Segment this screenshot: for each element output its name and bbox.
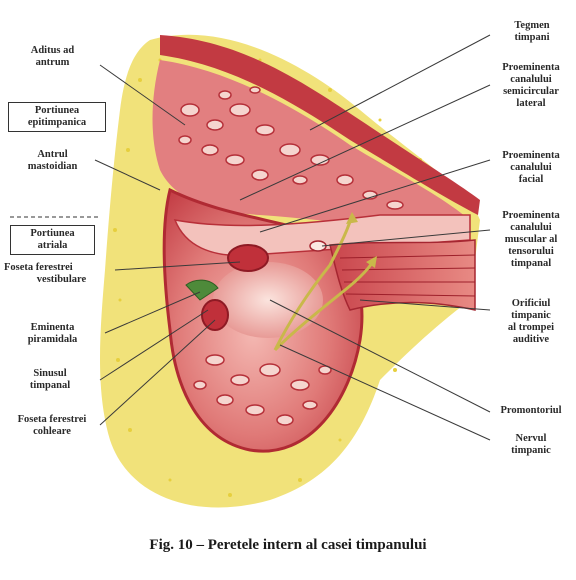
tympanic-nerve bbox=[273, 214, 377, 352]
hypotympanic-cells bbox=[193, 354, 332, 426]
label-promontoriul: Promontoriul bbox=[500, 405, 562, 416]
figure-caption: Fig. 10 – Peretele intern al casei timpa… bbox=[149, 537, 427, 553]
nerve-arrow-2 bbox=[366, 256, 377, 268]
mastoid-air-cells bbox=[178, 86, 404, 210]
tegmen-strip bbox=[160, 35, 480, 215]
leader-lines bbox=[94, 34, 491, 441]
round-window-fossa bbox=[201, 299, 229, 331]
auditory-tube bbox=[329, 239, 476, 311]
oval-window-fossa bbox=[227, 244, 269, 272]
promontory bbox=[213, 262, 323, 338]
pyramidal-eminence bbox=[185, 279, 219, 301]
nerve-arrow-1 bbox=[346, 212, 358, 224]
tube-fibers bbox=[339, 254, 476, 297]
